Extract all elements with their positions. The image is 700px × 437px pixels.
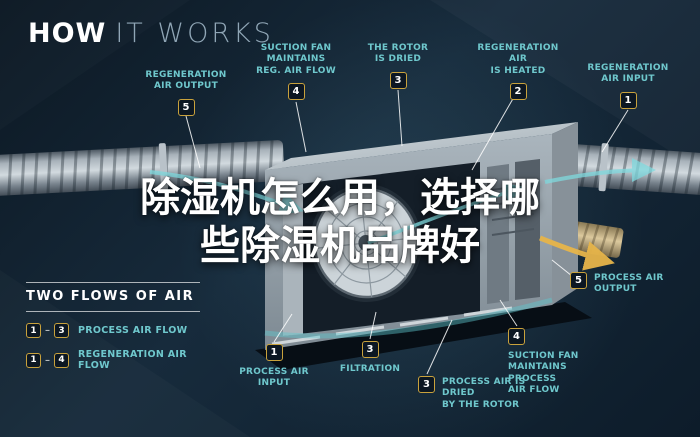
callout-number-badge: 5 [570,272,587,289]
legend-dash: – [45,354,50,366]
overlay-line-2: 些除湿机品牌好 [200,223,480,269]
callout-label: REGENERATION AIR OUTPUT [145,70,227,92]
callout-filtration: 3 FILTRATION [328,341,412,375]
callout-number-badge: 3 [389,71,407,89]
callout-number-badge: 5 [177,98,195,116]
callout-number-badge: 1 [619,91,637,109]
callout-number-badge: 4 [287,82,305,100]
callout-suction-fan-reg: SUCTION FAN MAINTAINS REG. AIR FLOW 4 [248,43,344,100]
legend-row-regeneration-air: 1 – 4 REGENERATION AIR FLOW [26,349,200,371]
legend-badge-from: 1 [26,323,41,338]
air-flow-arrows [149,158,656,339]
callout-label: PROCESS AIR OUTPUT [594,273,664,295]
callout-regeneration-air-output: REGENERATION AIR OUTPUT 5 [138,70,234,116]
two-flows-legend: TWO FLOWS OF AIR 1 – 3 PROCESS AIR FLOW … [26,282,200,371]
callout-label: PROCESS AIR INPUT [239,367,309,389]
callout-label: SUCTION FAN MAINTAINS PROCESS AIR FLOW [508,351,579,395]
legend-dash: – [45,325,50,336]
legend-divider-bottom [26,311,200,312]
callout-number-badge: 3 [361,341,379,358]
callout-suction-fan-process: 4 SUCTION FAN MAINTAINS PROCESS AIR FLOW [508,328,606,396]
callout-process-air-output: 5 PROCESS AIR OUTPUT [570,272,674,296]
legend-title: TWO FLOWS OF AIR [26,289,195,304]
callout-process-air-input: 1 PROCESS AIR INPUT [230,344,318,390]
chinese-overlay-text: 除湿机怎么用，选择哪 些除湿机品牌好 [60,174,620,270]
callout-number-badge: 3 [418,376,435,393]
callout-rotor-is-dried: THE ROTOR IS DRIED 3 [356,43,440,89]
rotor-wheel [309,184,423,302]
legend-badge-to: 4 [54,352,69,368]
callout-label: FILTRATION [339,364,401,374]
title-it-works: IT WORKS [115,18,274,49]
callout-number-badge: 2 [509,82,527,100]
title-how: HOW [28,18,107,49]
legend-badge-to: 3 [54,323,69,338]
callout-label: REGENERATION AIR INPUT [587,63,669,85]
legend-label: PROCESS AIR FLOW [78,325,188,336]
callout-label: SUCTION FAN MAINTAINS REG. AIR FLOW [256,43,336,76]
legend-label: REGENERATION AIR FLOW [78,349,187,371]
callout-regeneration-air-input: REGENERATION AIR INPUT 1 [582,63,674,109]
callout-label: PROCESS AIR IS DRIED BY THE ROTOR [442,377,526,410]
overlay-line-1: 除湿机怎么用，选择哪 [140,175,540,221]
callout-regeneration-air-heated: REGENERATION AIR IS HEATED 2 [470,43,566,100]
legend-badge-from: 1 [26,352,41,368]
callout-number-badge: 1 [265,344,283,361]
leader-lines [185,89,629,375]
callout-number-badge: 4 [508,328,525,345]
legend-row-process-air: 1 – 3 PROCESS AIR FLOW [26,323,200,338]
legend-divider-top [26,282,200,283]
page-title: HOW IT WORKS [28,20,274,47]
callout-label: REGENERATION AIR IS HEATED [477,43,559,76]
callout-label: THE ROTOR IS DRIED [367,43,429,65]
callout-process-air-dried: 3 PROCESS AIR IS DRIED BY THE ROTOR [418,376,548,411]
